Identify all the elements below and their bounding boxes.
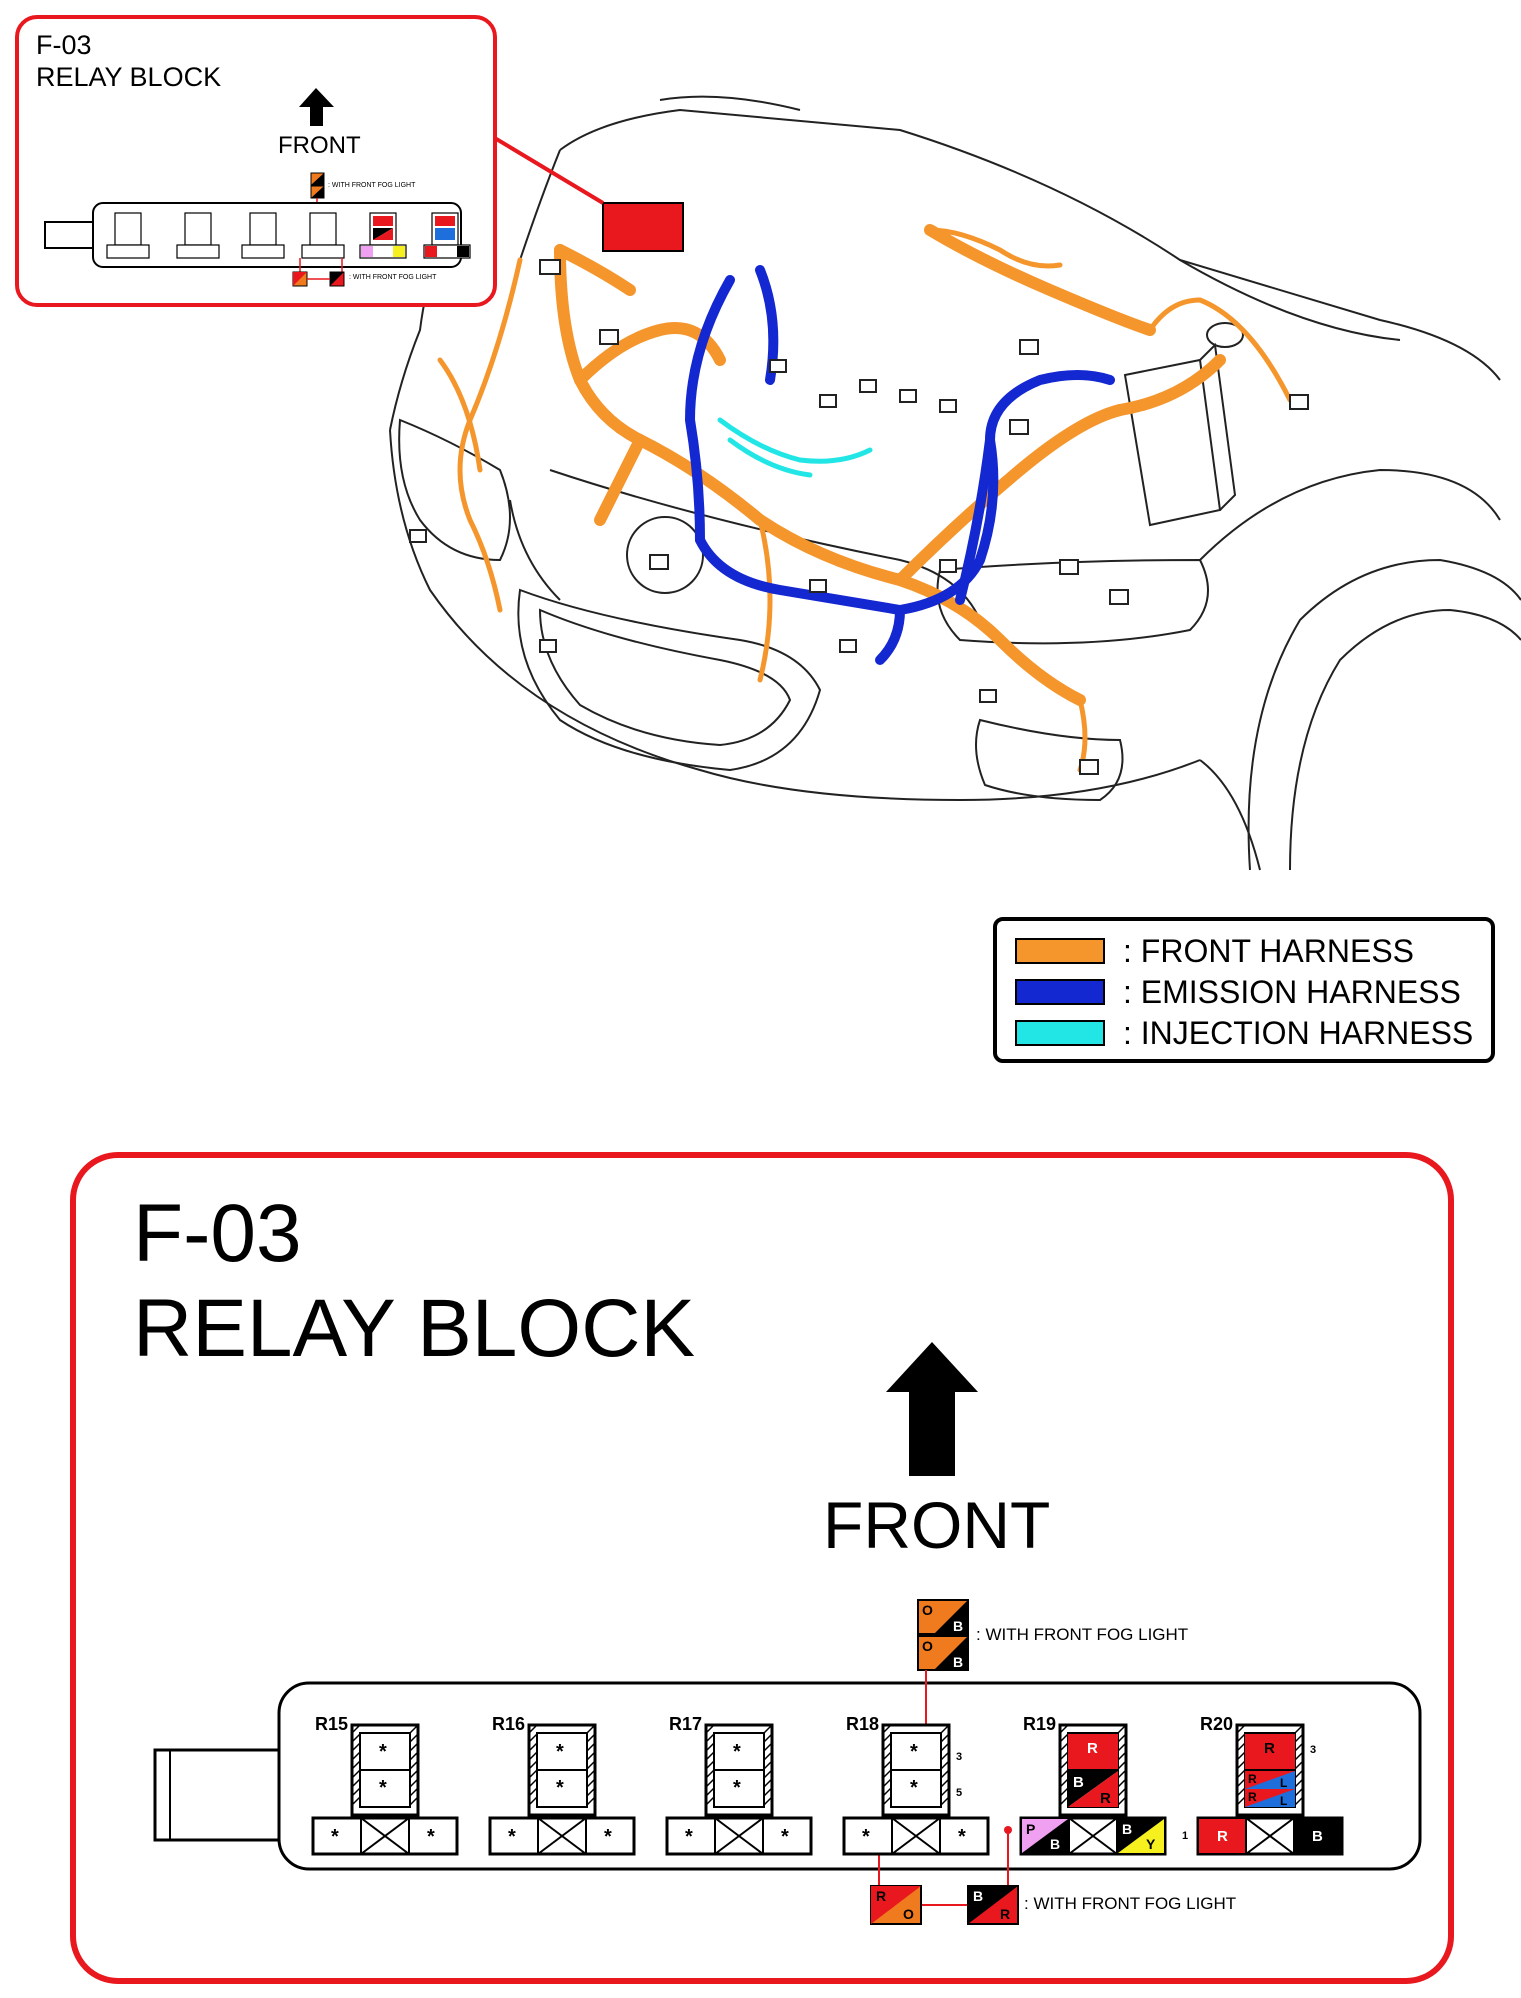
fog-note-top: : WITH FRONT FOG LIGHT <box>976 1625 1189 1644</box>
front-arrow-icon <box>886 1342 978 1476</box>
callout-leader-line <box>491 135 605 205</box>
small-fog-top-chip <box>310 172 325 199</box>
small-fog-bottom-chips <box>292 258 345 287</box>
detail-title: RELAY BLOCK <box>133 1283 696 1374</box>
relay-block-detail-panel <box>70 1152 1454 1984</box>
car-body-outline <box>389 95 1521 871</box>
injection-harness-wires <box>717 417 873 478</box>
relay-block-mount-tab <box>153 1748 281 1842</box>
relay-slots <box>311 1723 1344 1856</box>
front-harness-wires <box>554 224 1226 706</box>
fog-note-bottom: : WITH FRONT FOG LIGHT <box>1024 1894 1237 1913</box>
small-front-arrow-icon <box>299 88 334 126</box>
harness-legend: : FRONT HARNESS : EMISSION HARNESS : INJ… <box>993 917 1495 1063</box>
legend-swatch-injection <box>1015 1020 1105 1046</box>
legend-item-injection-harness: : INJECTION HARNESS <box>1015 1014 1474 1051</box>
legend-swatch-front <box>1015 938 1105 964</box>
legend-swatch-emission <box>1015 979 1105 1005</box>
small-front-label: FRONT <box>278 132 361 159</box>
small-fog-note-top: : WITH FRONT FOG LIGHT <box>328 182 416 189</box>
small-fog-note-bottom: : WITH FRONT FOG LIGHT <box>349 274 437 281</box>
harness-connectors <box>409 259 1309 775</box>
detail-front-label: FRONT <box>823 1488 1051 1562</box>
legend-label-injection: : INJECTION HARNESS <box>1123 1014 1474 1051</box>
engine-bay-illustration <box>389 95 1521 871</box>
small-relay-colors <box>361 216 469 257</box>
emission-harness-wires <box>684 265 1115 665</box>
small-inset-title: RELAY BLOCK <box>36 62 222 92</box>
relay-block-location-marker <box>602 202 684 252</box>
detail-code: F-03 <box>133 1188 302 1279</box>
legend-label-front: : FRONT HARNESS <box>1123 932 1414 969</box>
small-inset-panel <box>15 15 497 307</box>
fog-light-top-connector <box>917 1599 969 1671</box>
relay-terminals-r16 <box>488 1816 636 1856</box>
legend-item-front-harness: : FRONT HARNESS <box>1015 932 1414 969</box>
legend-label-emission: : EMISSION HARNESS <box>1123 973 1461 1010</box>
legend-item-emission-harness: : EMISSION HARNESS <box>1015 973 1461 1010</box>
small-inset-code: F-03 <box>36 30 92 60</box>
